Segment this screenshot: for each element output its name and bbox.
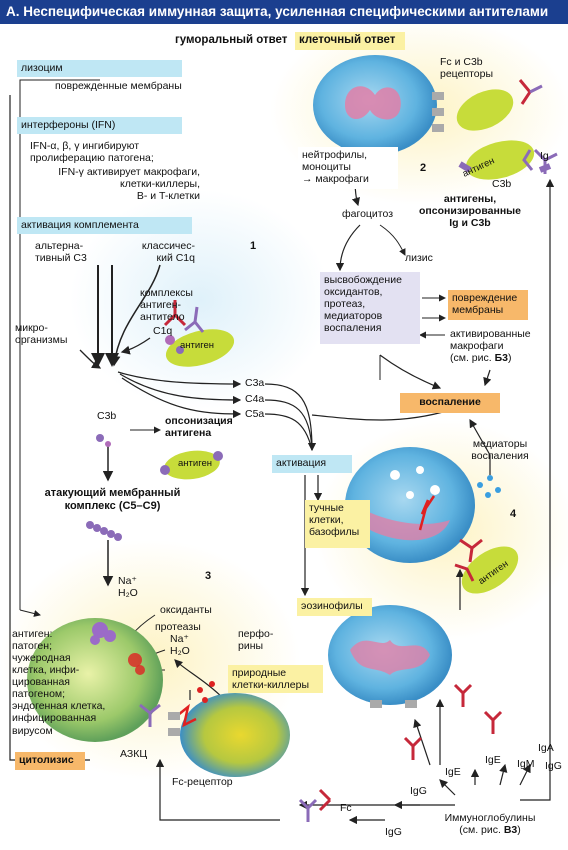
- c4a-label: C4a: [245, 393, 265, 405]
- activation-box: активация: [272, 455, 352, 473]
- lysozyme-box: лизоцим: [17, 60, 182, 77]
- adcc-label: АЗКЦ: [120, 748, 148, 760]
- mast-cells-box: тучные клетки, базофилы: [305, 500, 370, 548]
- igg-label-1: IgG: [385, 826, 402, 838]
- panel-number-4: 4: [510, 508, 517, 520]
- c3b-label: C3b: [97, 410, 117, 422]
- cytolysis-box: цитолизис: [15, 752, 85, 770]
- c3a-label: C3a: [245, 377, 265, 389]
- mast-cell: [345, 447, 475, 563]
- antigen-label-1: антиген: [180, 340, 214, 351]
- complexes-label: комплексы антиген- антитело: [140, 287, 193, 324]
- eosinophils-box: эозинофилы: [297, 598, 372, 616]
- ige-label-2: IgE: [485, 754, 501, 766]
- lysis-label: лизис: [405, 252, 433, 264]
- c5a-label: C5a: [245, 408, 265, 420]
- mac-label: атакующий мембранный комплекс (C5–C9): [44, 487, 181, 512]
- microorganisms-label: микро- организмы: [15, 322, 68, 347]
- oxidants-label: оксиданты: [160, 604, 212, 616]
- immunoglobulins-label: Иммуноглобулины (см. рис. В3): [420, 812, 560, 836]
- immunoglobulins-close: ): [517, 824, 521, 837]
- interferons-box: интерфероны (IFN): [17, 117, 182, 134]
- antigens-opsonized-label: антигены, опсонизированные Ig и C3b: [419, 193, 521, 230]
- nk-cell: [180, 693, 290, 777]
- activated-macrophages-ref: Б3: [494, 352, 508, 365]
- fc-c3b-receptors-label: Fc и C3b рецепторы: [440, 56, 494, 81]
- proteases-label: протеазы: [155, 621, 201, 633]
- page-title: А. Неспецифическая иммунная защита, усил…: [0, 0, 568, 24]
- panel-number-3: 3: [205, 570, 212, 582]
- target-cell: [27, 618, 163, 742]
- ige-label-1: IgE: [445, 766, 461, 778]
- igm-label: IgM: [517, 758, 535, 770]
- activated-macrophages-label: активированные макрофаги (см. рис. Б3): [450, 328, 531, 364]
- humoral-response-heading: гуморальный ответ: [175, 34, 288, 46]
- mediators-label: медиаторы воспаления: [471, 438, 529, 463]
- igg-label-2: IgG: [410, 785, 427, 797]
- activated-macrophages-close: ): [507, 352, 512, 365]
- complement-box: активация комплемента: [17, 217, 192, 234]
- damaged-membranes-label: поврежденные мембраны: [55, 80, 182, 92]
- alt-c3-label: альтерна- тивный C3: [35, 240, 87, 265]
- ig-label: Ig: [540, 150, 549, 162]
- neutrophils-label: нейтрофилы, моноциты → макрофаги: [298, 147, 398, 189]
- immunoglobulins-ref: В3: [503, 824, 518, 837]
- na-h2o-1: Na⁺ H₂O: [118, 575, 138, 600]
- targets-label: антиген: патоген; чужеродная клетка, инф…: [12, 628, 106, 737]
- perforins-label: перфо- рины: [238, 628, 274, 653]
- class-c1q-label: классичес- кий C1q: [141, 240, 195, 265]
- fc-receptor-label: Fc-рецептор: [172, 776, 233, 788]
- c3b-label-2: C3b: [492, 178, 512, 190]
- release-box: высвобождение оксидантов, протеаз, медиа…: [320, 272, 420, 344]
- cellular-response-heading: клеточный ответ: [295, 32, 405, 50]
- fc-label: Fc: [340, 802, 352, 814]
- phagocytosis-label: фагоцитоз: [342, 208, 394, 220]
- activated-macrophages-text: активированные макрофаги (см. рис.: [450, 328, 531, 365]
- immunoglobulins-text: Иммуноглобулины (см. рис.: [444, 812, 536, 837]
- ifn-abg-label: IFN-α, β, γ ингибируют пролиферацию пато…: [30, 140, 154, 165]
- igg-label-3: IgG: [545, 760, 562, 772]
- ifn-g-label: IFN-γ активирует макрофаги, клетки-килле…: [58, 166, 200, 203]
- na-h2o-2: Na⁺ H₂O: [170, 633, 190, 658]
- panel-number-1: 1: [250, 240, 257, 252]
- membrane-damage-box: повреждение мембраны: [448, 290, 528, 320]
- panel-number-2: 2: [420, 162, 427, 174]
- c1q-label: C1q: [153, 325, 173, 337]
- opsonization-label: опсонизация антигена: [165, 415, 233, 440]
- iga-label: IgA: [538, 742, 554, 754]
- antigen-label-2: антиген: [178, 458, 212, 469]
- inflammation-box: воспаление: [400, 393, 500, 413]
- nk-cells-box: природные клетки-киллеры: [228, 665, 323, 693]
